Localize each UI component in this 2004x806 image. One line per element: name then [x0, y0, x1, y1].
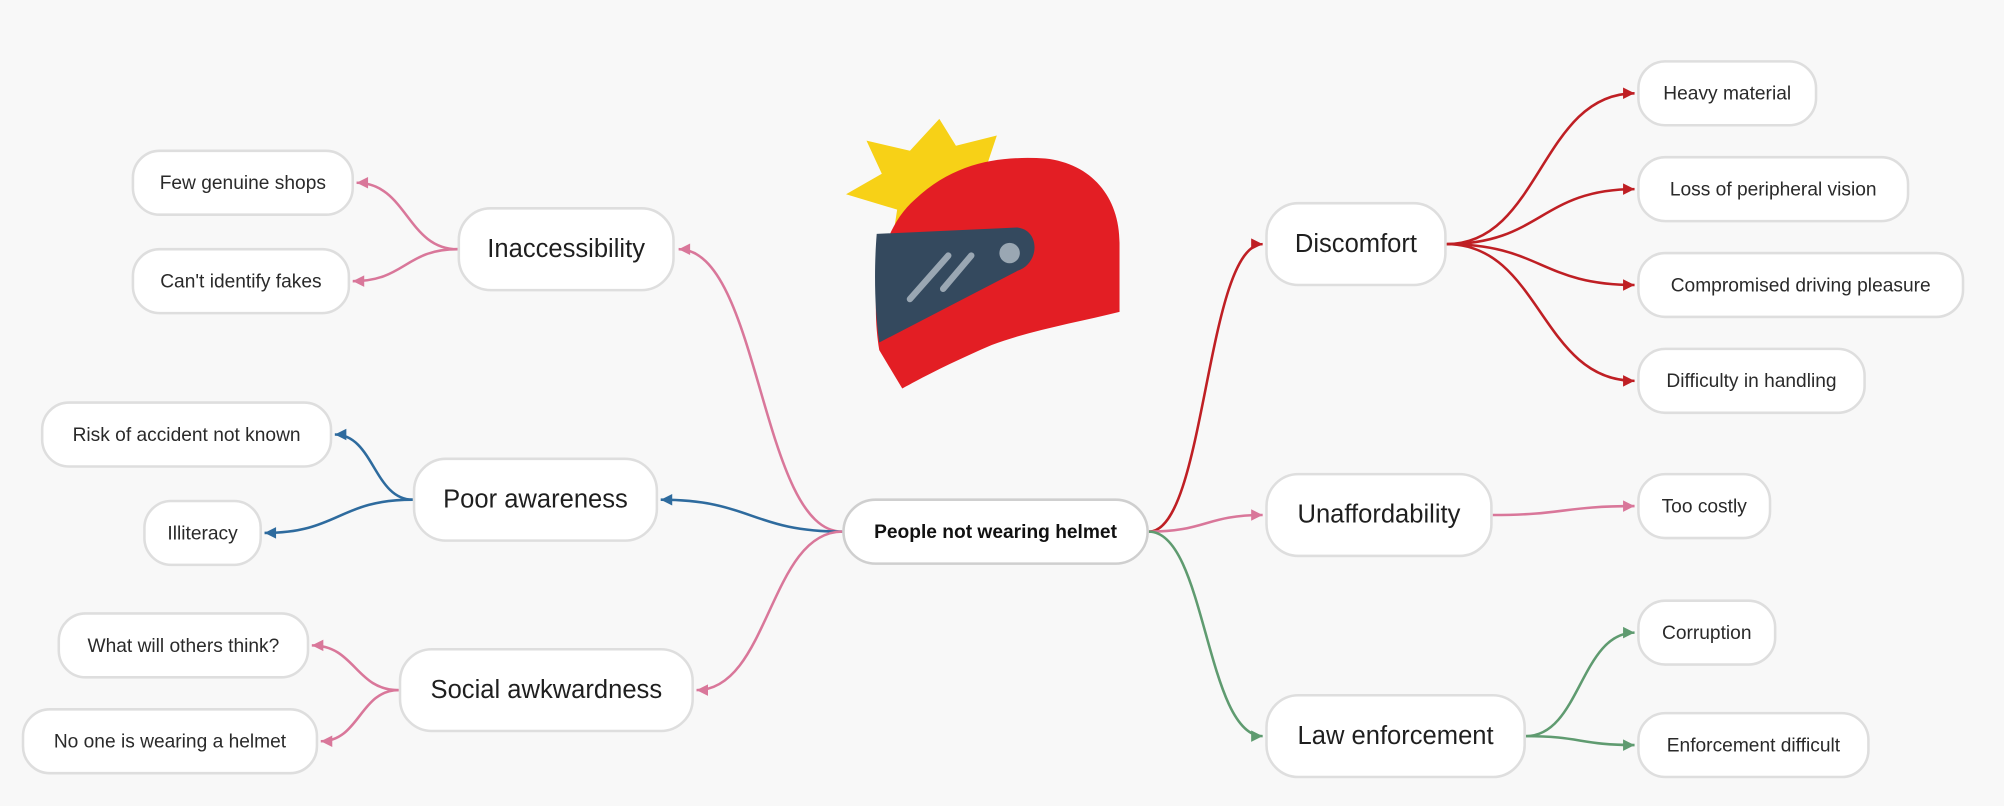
- leaf-heavy-material[interactable]: Heavy material: [1637, 60, 1818, 127]
- branch-label: Law enforcement: [1297, 721, 1494, 750]
- edge-discomfort-leaf-3-arrowhead: [1623, 375, 1635, 387]
- leaf-label: Too costly: [1661, 495, 1747, 517]
- edge-root-social-awkwardness-arrowhead: [696, 684, 709, 696]
- edge-inaccessibility-leaf-1-arrowhead: [352, 275, 365, 287]
- leaf-label: Heavy material: [1663, 82, 1792, 105]
- branch-inaccessibility[interactable]: Inaccessibility: [457, 207, 675, 292]
- leaf-too-costly[interactable]: Too costly: [1637, 472, 1772, 540]
- edge-law-leaf-0-arrowhead: [1623, 626, 1635, 639]
- leaf-illiteracy[interactable]: Illiteracy: [143, 499, 262, 567]
- branch-unaffordability[interactable]: Unaffordability: [1265, 472, 1493, 558]
- leaf-label: Enforcement difficult: [1666, 734, 1841, 756]
- edge-awareness-leaf-0: [334, 433, 413, 501]
- leaf-what-will-others-think[interactable]: What will others think?: [57, 612, 310, 679]
- leaf-label: Corruption: [1661, 621, 1752, 644]
- leaf-label: Can't identify fakes: [160, 270, 322, 293]
- edge-awareness-leaf-1-arrowhead: [264, 527, 277, 539]
- edge-discomfort-leaf-0: [1446, 92, 1635, 246]
- root-label: People not wearing helmet: [874, 520, 1117, 543]
- edge-discomfort-leaf-1-arrowhead: [1623, 183, 1635, 195]
- edge-discomfort-leaf-0-arrowhead: [1623, 87, 1635, 100]
- edge-social-leaf-0: [311, 644, 399, 692]
- root-node[interactable]: People not wearing helmet: [842, 498, 1149, 565]
- edge-root-discomfort-arrowhead: [1251, 238, 1263, 250]
- edge-law-leaf-1-arrowhead: [1623, 739, 1635, 751]
- edge-root-inaccessibility-arrowhead: [678, 243, 691, 255]
- leaf-compromised-driving-pleasure[interactable]: Compromised driving pleasure: [1637, 251, 1965, 319]
- edge-discomfort-leaf-3: [1446, 242, 1635, 383]
- leaf-enforcement-difficult[interactable]: Enforcement difficult: [1637, 711, 1870, 779]
- branch-label: Discomfort: [1294, 229, 1418, 258]
- edge-root-law-enforcement: [1148, 530, 1263, 738]
- helmet-icon: [841, 112, 1127, 391]
- leaf-few-genuine-shops[interactable]: Few genuine shops: [131, 149, 355, 216]
- branch-label: Social awkwardness: [430, 675, 663, 704]
- edge-inaccessibility-leaf-0: [356, 181, 458, 251]
- edge-awareness-leaf-1: [264, 498, 413, 535]
- edge-root-poor-awareness: [660, 498, 843, 533]
- leaf-label: Few genuine shops: [159, 171, 326, 194]
- edge-root-discomfort: [1148, 242, 1263, 533]
- helmet-visor: [875, 227, 1035, 343]
- leaf-corruption[interactable]: Corruption: [1637, 599, 1777, 666]
- edge-law-leaf-0: [1525, 631, 1635, 738]
- branch-discomfort[interactable]: Discomfort: [1265, 201, 1447, 287]
- branch-law-enforcement[interactable]: Law enforcement: [1265, 693, 1526, 779]
- leaf-label: Compromised driving pleasure: [1670, 274, 1931, 296]
- edge-social-leaf-0-arrowhead: [311, 639, 324, 652]
- edge-root-law-enforcement-arrowhead: [1251, 730, 1263, 742]
- visor-button: [999, 242, 1020, 264]
- leaf-label: Risk of accident not known: [72, 423, 301, 446]
- edge-root-unaffordability: [1148, 513, 1263, 533]
- visor-glare-1: [906, 252, 952, 303]
- leaf-label: Difficulty in handling: [1666, 369, 1837, 392]
- branch-poor-awareness[interactable]: Poor awareness: [412, 457, 659, 542]
- branch-label: Poor awareness: [443, 485, 628, 514]
- edge-discomfort-leaf-2-arrowhead: [1623, 279, 1635, 291]
- edge-discomfort-leaf-1: [1446, 187, 1635, 246]
- edge-root-social-awkwardness: [696, 530, 843, 692]
- leaf-difficulty-in-handling[interactable]: Difficulty in handling: [1637, 347, 1866, 415]
- leaf-label: What will others think?: [87, 634, 280, 657]
- edge-awareness-leaf-0-arrowhead: [334, 428, 347, 441]
- branch-social-awkwardness[interactable]: Social awkwardness: [398, 647, 694, 733]
- edge-inaccessibility-leaf-0-arrowhead: [356, 177, 369, 189]
- leaf-risk-of-accident[interactable]: Risk of accident not known: [40, 401, 333, 468]
- branch-label: Inaccessibility: [487, 234, 645, 263]
- edge-social-leaf-1: [320, 688, 399, 743]
- leaf-cant-identify-fakes[interactable]: Can't identify fakes: [131, 247, 351, 315]
- edge-discomfort-leaf-2: [1446, 242, 1635, 287]
- branch-label: Unaffordability: [1297, 500, 1461, 529]
- leaf-no-one-wearing-helmet[interactable]: No one is wearing a helmet: [21, 708, 319, 775]
- edge-root-poor-awareness-arrowhead: [660, 493, 673, 506]
- edge-unaffordability-leaf-0-arrowhead: [1623, 500, 1635, 512]
- edge-unaffordability-leaf-0: [1492, 504, 1635, 517]
- leaf-label: Loss of peripheral vision: [1669, 178, 1877, 201]
- edge-root-unaffordability-arrowhead: [1251, 509, 1263, 521]
- edge-law-leaf-1: [1525, 734, 1635, 747]
- edge-social-leaf-1-arrowhead: [320, 735, 333, 747]
- leaf-loss-of-peripheral-vision[interactable]: Loss of peripheral vision: [1637, 155, 1910, 223]
- edge-inaccessibility-leaf-1: [352, 247, 458, 283]
- edge-root-inaccessibility: [678, 247, 843, 533]
- leaf-label: No one is wearing a helmet: [53, 730, 287, 753]
- visor-glare-2: [939, 252, 975, 293]
- leaf-label: Illiteracy: [167, 522, 238, 544]
